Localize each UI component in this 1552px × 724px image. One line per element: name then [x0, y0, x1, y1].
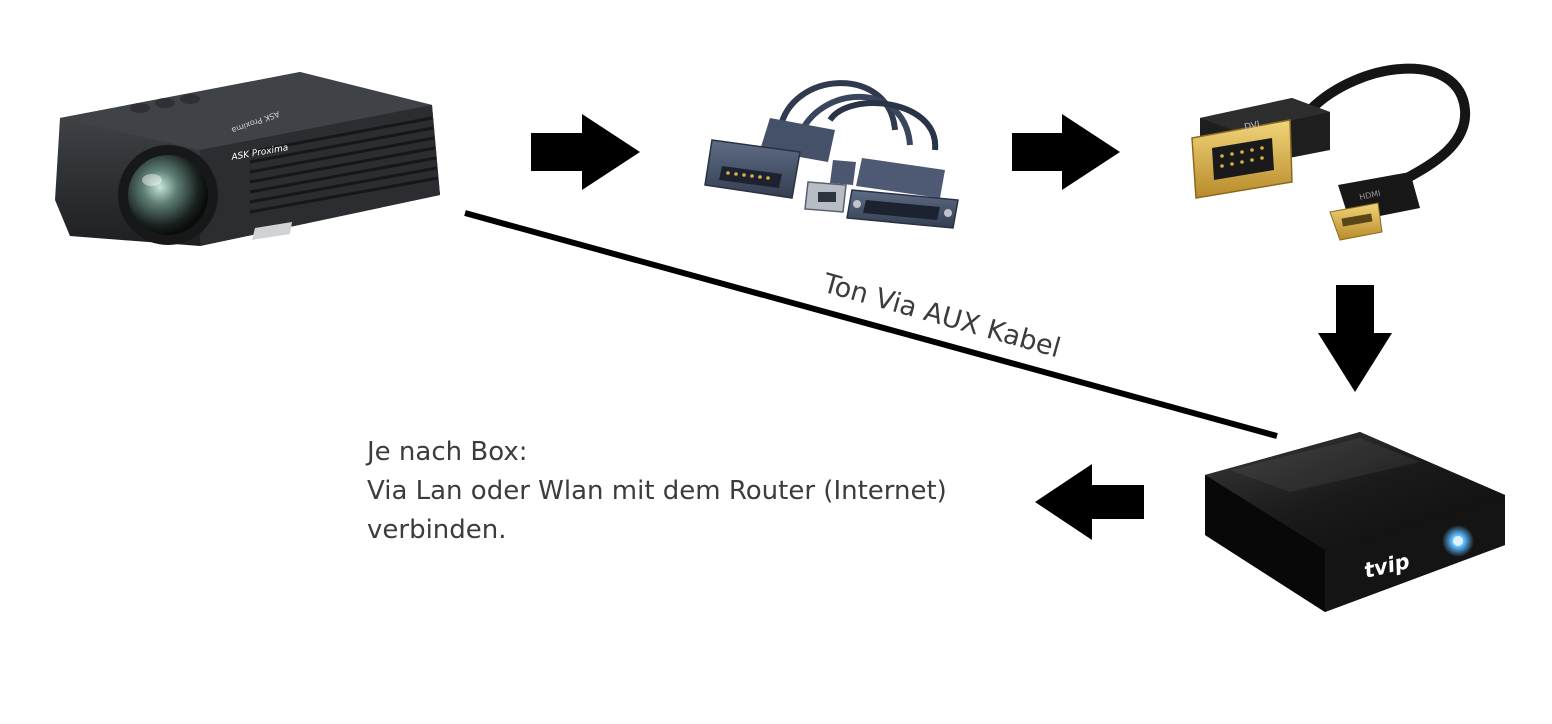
- projector-icon: ASK Proxima ASK Proxima: [55, 72, 440, 246]
- dvi-splitter-cable-icon: [704, 80, 959, 229]
- dvi-to-hdmi-adapter-icon: DVI HDMI: [1191, 63, 1471, 241]
- tv-box-icon: tvip: [1205, 432, 1505, 612]
- connection-note: Je nach Box: Via Lan oder Wlan mit dem R…: [367, 433, 1027, 550]
- aux-cable-line: [464, 210, 1278, 439]
- hdmi-plug-label: HDMI: [1359, 189, 1382, 202]
- arrow-icon: [1012, 114, 1120, 190]
- arrow-icon: [1035, 464, 1144, 540]
- arrow-icon: [531, 114, 640, 190]
- note-line: Via Lan oder Wlan mit dem Router (Intern…: [367, 476, 947, 506]
- arrow-icon: [1318, 285, 1392, 392]
- note-line: verbinden.: [367, 515, 507, 545]
- note-line: Je nach Box:: [367, 437, 528, 467]
- dvi-socket-label: DVI: [1244, 120, 1261, 133]
